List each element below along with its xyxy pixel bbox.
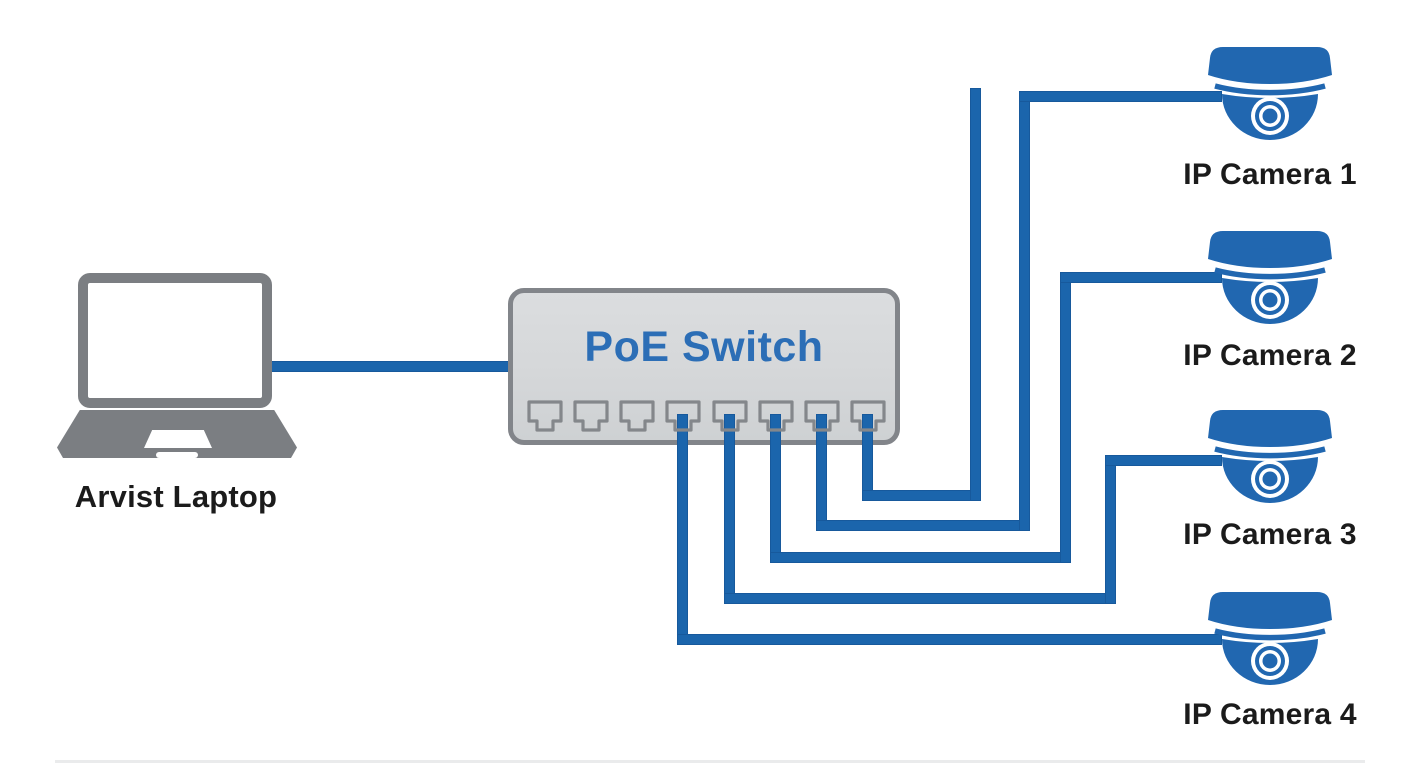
ip-camera-1-label: IP Camera 1 bbox=[1183, 158, 1357, 191]
cable-segment bbox=[677, 414, 688, 645]
switch-port-1 bbox=[527, 400, 563, 432]
cable-segment bbox=[1060, 272, 1071, 563]
cable-segment bbox=[1019, 91, 1222, 102]
ip-camera-3-label: IP Camera 3 bbox=[1183, 518, 1357, 551]
laptop-trackpad bbox=[144, 430, 212, 448]
switch-port-7 bbox=[804, 400, 840, 432]
poe-switch-title: PoE Switch bbox=[584, 323, 824, 371]
ip-camera-1-icon bbox=[1203, 44, 1337, 144]
laptop-screen bbox=[78, 273, 272, 408]
cable-segment bbox=[1105, 455, 1222, 466]
ip-camera-3-icon bbox=[1203, 407, 1337, 507]
cable-segment bbox=[1105, 455, 1116, 604]
cable-segment bbox=[677, 634, 1222, 645]
cable-segment bbox=[816, 414, 827, 531]
ip-camera-4-icon bbox=[1203, 589, 1337, 689]
laptop-label: Arvist Laptop bbox=[74, 479, 278, 514]
switch-port-5 bbox=[712, 400, 748, 432]
cable-segment bbox=[724, 593, 1116, 604]
cable-segment bbox=[862, 414, 873, 501]
switch-port-2 bbox=[573, 400, 609, 432]
cable-segment bbox=[970, 88, 981, 501]
ip-camera-2-label: IP Camera 2 bbox=[1183, 339, 1357, 372]
switch-port-8 bbox=[850, 400, 886, 432]
ip-camera-4-label: IP Camera 4 bbox=[1183, 698, 1357, 731]
cable-segment bbox=[724, 414, 735, 604]
cable-segment bbox=[770, 414, 781, 563]
cable-segment bbox=[816, 520, 1030, 531]
ip-camera-2-icon bbox=[1203, 228, 1337, 328]
cable-segment bbox=[1060, 272, 1222, 283]
cable-segment bbox=[862, 490, 981, 501]
switch-port-4 bbox=[665, 400, 701, 432]
laptop-base-bar bbox=[156, 452, 198, 458]
cable-segment bbox=[266, 361, 516, 372]
poe-switch: PoE Switch bbox=[508, 288, 900, 445]
bottom-edge-artifact bbox=[55, 760, 1365, 763]
switch-port-3 bbox=[619, 400, 655, 432]
switch-port-6 bbox=[758, 400, 794, 432]
cable-segment bbox=[770, 552, 1071, 563]
cable-segment bbox=[1019, 91, 1030, 531]
